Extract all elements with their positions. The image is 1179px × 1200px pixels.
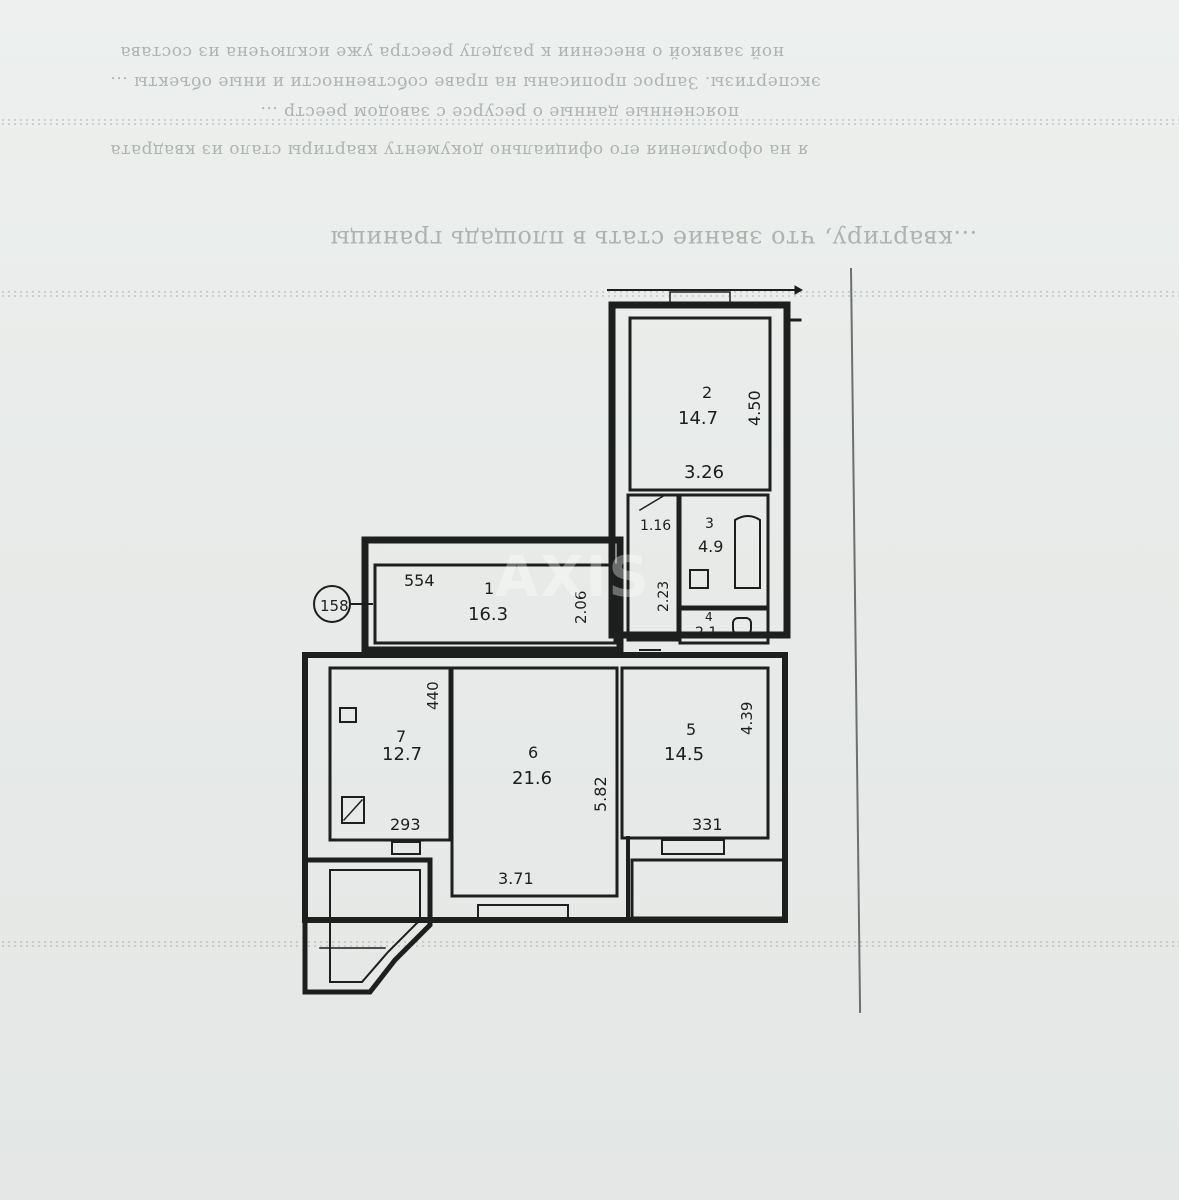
marker-label: 158 xyxy=(320,597,349,615)
scan-noise-line xyxy=(0,118,1179,126)
room-4-number: 4 xyxy=(705,610,713,624)
room-6-number: 6 xyxy=(528,743,538,762)
room-5-dim-w: 331 xyxy=(692,815,723,834)
room-7-dim-h: 440 xyxy=(424,681,442,710)
room-5-dim-h: 4.39 xyxy=(738,702,756,735)
room-5-area: 14.5 xyxy=(664,744,704,765)
room-7-dim-w: 293 xyxy=(390,815,421,834)
room-3-dim-a: 1.16 xyxy=(640,518,671,534)
room-1-area: 16.3 xyxy=(468,604,508,625)
room-7-number: 7 xyxy=(396,727,406,746)
scan-noise-line xyxy=(0,290,1179,298)
room-1-number: 1 xyxy=(484,579,494,598)
room-6-dim-h: 5.82 xyxy=(591,776,610,812)
room-7-area: 12.7 xyxy=(382,744,422,765)
room-2-number: 2 xyxy=(702,383,712,402)
scan-noise-line xyxy=(0,940,1179,948)
room-2-area: 14.7 xyxy=(678,408,718,429)
room-6-area: 21.6 xyxy=(512,768,552,789)
room-3-dim-b: 2.23 xyxy=(656,581,672,612)
watermark: AXIS xyxy=(495,545,651,610)
room-1-dim-h: 2.06 xyxy=(572,591,590,624)
room-3-number: 3 xyxy=(705,516,714,532)
room-6-dim-w: 3.71 xyxy=(498,869,534,888)
room-1-dim-w: 554 xyxy=(404,571,435,590)
room-5-number: 5 xyxy=(686,720,696,739)
room-2-dim-w: 3.26 xyxy=(684,462,724,483)
room-4-area: 2.1 xyxy=(695,625,717,641)
room-2-dim-h: 4.50 xyxy=(745,390,764,426)
room-3-area: 4.9 xyxy=(698,537,723,556)
